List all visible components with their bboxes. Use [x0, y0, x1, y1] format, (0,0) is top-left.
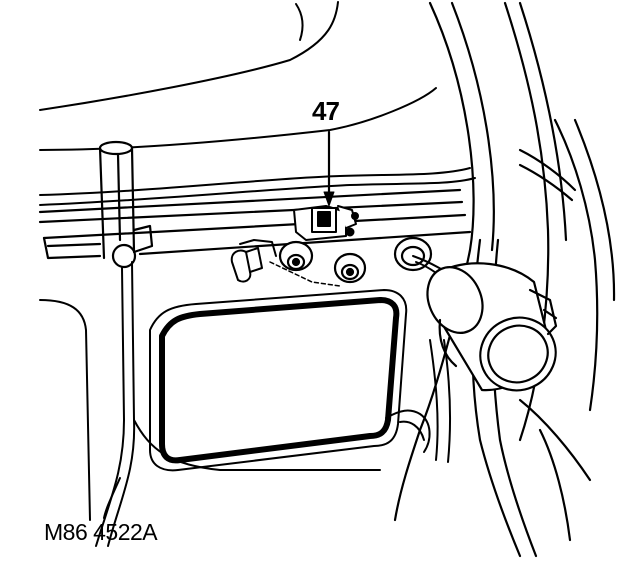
- vertical-post: [98, 140, 154, 269]
- switch-assembly: [293, 205, 359, 241]
- horizontal-rail: [38, 188, 472, 260]
- figure-leader: [103, 477, 121, 519]
- clip-detail: [230, 239, 277, 283]
- actuator-motor: [426, 262, 558, 392]
- grommet: [393, 236, 433, 272]
- access-aperture: [149, 289, 408, 472]
- callout-leader: [323, 130, 335, 207]
- callout-label-47: 47: [312, 96, 340, 126]
- fixing-nuts: [269, 240, 367, 287]
- body-panel-contours: [39, 1, 476, 206]
- right-pillar: [393, 1, 616, 558]
- figure-code: M86 4522A: [44, 519, 158, 545]
